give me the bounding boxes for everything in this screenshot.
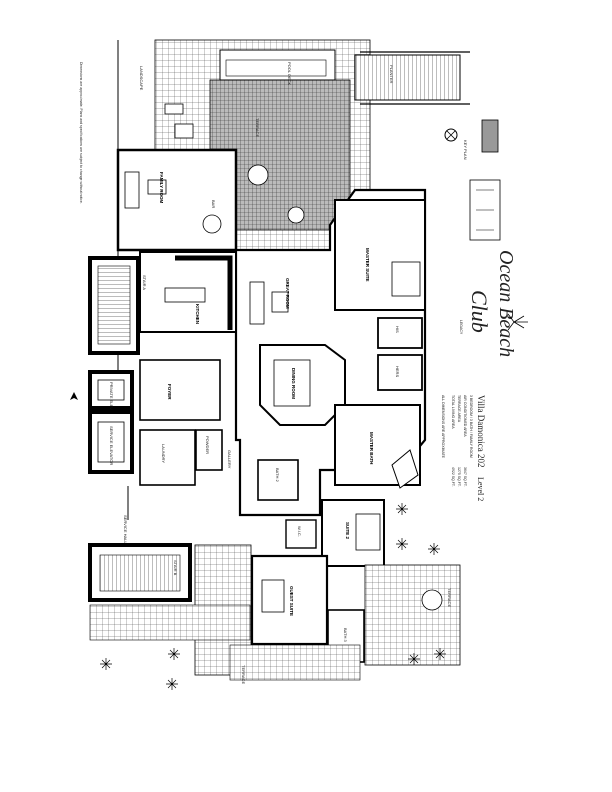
lower-terrace-table [421, 589, 443, 611]
stair-a-label: STAIR A [142, 275, 147, 290]
dining-room-label: DINING ROOM [291, 368, 296, 399]
master-bath-label: MASTER BATH [369, 432, 374, 464]
brand-tagline: LEGACY [459, 320, 463, 335]
kitchen-island [164, 287, 206, 303]
service-elevator-cab [97, 421, 125, 463]
unit-ac-area: AIR CONDITIONED AREA [463, 395, 467, 437]
great-room-label: GREAT ROOM [285, 278, 290, 309]
landscape-plants [100, 503, 446, 690]
foyer-label: FOYER [167, 384, 172, 400]
unit-level: Level 2 [476, 477, 485, 501]
deck-lounger-2 [174, 123, 194, 139]
brand-logo: Ocean Beach Club LEGACY [459, 250, 517, 357]
private-elevator-cab [97, 379, 125, 401]
brand-line1: Ocean Beach [495, 250, 517, 357]
kitchen-counter [175, 255, 233, 330]
lower-terrace-strip [229, 644, 361, 681]
gallery-label: GALLERY [227, 450, 232, 469]
terrace-2-label: TERRACE [241, 665, 246, 684]
service-elevator-label: SERVICE ELEVATOR [109, 426, 114, 465]
his-label: HIS [395, 326, 400, 333]
key-plan-label: KEY PLAN [463, 140, 468, 160]
landscape-label: LANDSCAPE [139, 66, 144, 91]
powder [195, 429, 223, 471]
unit-terrace-value: 1275 SQ.FT. [457, 467, 461, 487]
stair-b-label: STAIR B [173, 560, 178, 576]
family-room-label: FAMILY ROOM [159, 172, 164, 204]
master-suite-label: MASTER SUITE [365, 248, 370, 282]
unit-ac-value: 3647 SQ.FT. [463, 467, 467, 487]
palm-icon [507, 313, 528, 331]
bath-2 [257, 459, 299, 501]
dining-table [273, 359, 311, 407]
kitchen-label: KITCHEN [195, 304, 200, 324]
terrace-label: TERRACE [255, 118, 260, 137]
brand-line2: Club [467, 290, 492, 333]
great-room-sofa [249, 281, 265, 325]
hers-label: HERS [395, 366, 400, 377]
planter-label: PLANTER [389, 65, 394, 84]
suite-2-bed [355, 513, 381, 551]
unit-info: Villa Damonica 202 Level 2 3 BEDROOM / 3… [441, 395, 486, 501]
service-hall-label: SERVICE HALL [123, 515, 128, 544]
bar-label: BAR [211, 200, 216, 208]
wic [285, 519, 317, 549]
foyer [139, 359, 221, 421]
master-tub [391, 449, 419, 489]
deck-lounger-1 [164, 103, 184, 115]
wic-label: W.I.C. [297, 526, 302, 537]
private-elevator-label: PRIVATE ELEVATOR [109, 382, 114, 420]
laundry [139, 429, 196, 486]
key-plan-graphic [444, 119, 501, 241]
bath-3-label: BATH 3 [343, 628, 348, 642]
pool-deck-label: POOL DECK [287, 62, 292, 86]
deck-table-1 [247, 164, 269, 186]
unit-total-area: TOTAL LIVING AREA [451, 395, 455, 429]
great-room-table [271, 291, 289, 313]
guest-bed [261, 579, 285, 613]
north-arrow-icon [70, 392, 78, 400]
lower-terrace-right [364, 564, 461, 666]
hers-closet [377, 354, 423, 391]
unit-note: ALL DIMENSIONS ARE APPROXIMATE [441, 395, 445, 459]
disclaimer-text: Dimensions are approximate. Plans and sp… [79, 62, 83, 204]
unit-name: Villa Damonica 202 [476, 395, 486, 467]
stair-a-treads [97, 265, 131, 345]
his-closet [377, 317, 423, 349]
stair-b-treads [99, 554, 181, 592]
unit-beds: 3 BEDROOM / 3 BATH / FAMILY ROOM [469, 395, 473, 458]
unit-total-value: 4922 SQ.FT. [451, 467, 455, 487]
laundry-label: LAUNDRY [161, 444, 166, 463]
family-room-sofa [124, 171, 140, 209]
upper-deck-inner [225, 59, 327, 77]
powder-label: POWDER [205, 436, 210, 454]
family-room-table [147, 179, 167, 195]
bar-table [202, 214, 222, 234]
lower-terrace-bottom [89, 604, 251, 641]
bath-2-label: BATH 2 [275, 468, 280, 482]
exterior-stairs [354, 54, 461, 101]
deck-table-2 [287, 206, 305, 224]
guest-suite-label: GUEST SUITE [289, 586, 294, 616]
terrace-3-label: TERRACE [447, 588, 452, 607]
stair-rail [360, 51, 470, 105]
unit-terrace-area: TERRACE AREA [457, 395, 461, 423]
master-bed [391, 261, 421, 297]
suite-2-label: SUITE 2 [345, 522, 350, 540]
